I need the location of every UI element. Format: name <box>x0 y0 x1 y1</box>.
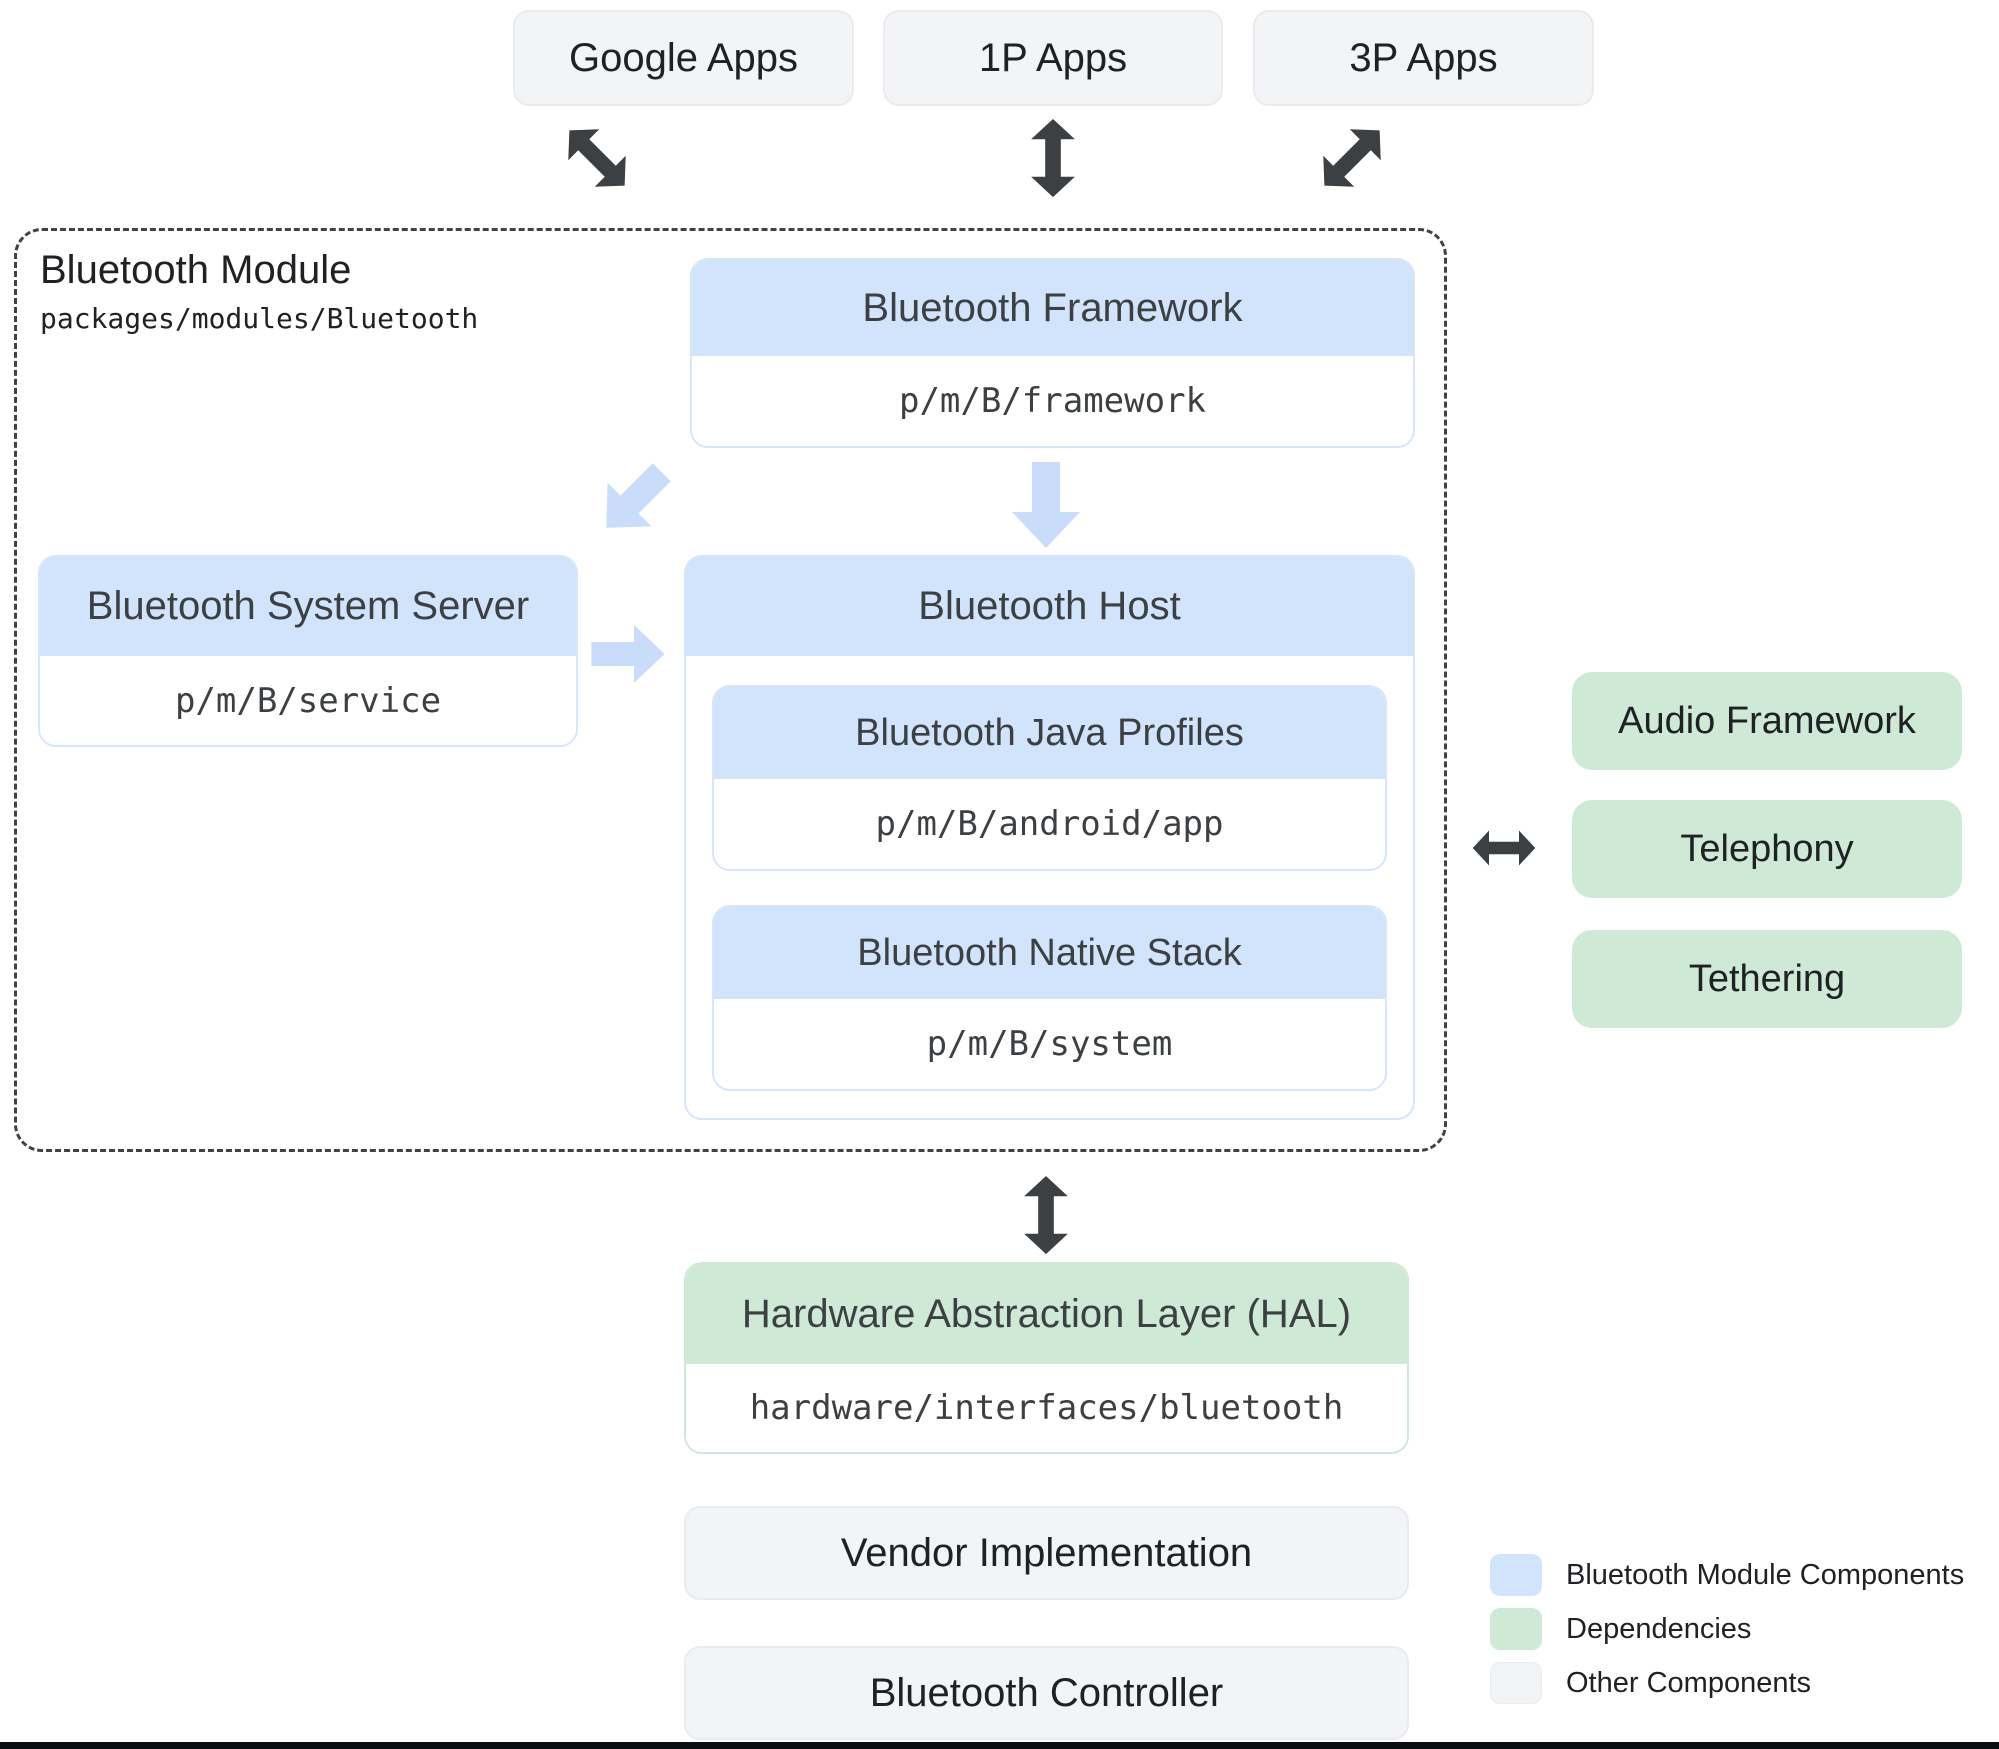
vendor-implementation-label: Vendor Implementation <box>840 1530 1253 1575</box>
bluetooth-java-profiles-box: Bluetooth Java Profiles p/m/B/android/ap… <box>712 685 1387 871</box>
legend-swatch-green <box>1490 1608 1542 1650</box>
system-server-to-host-arrow-icon <box>580 606 676 702</box>
legend-label-dependencies: Dependencies <box>1566 1612 1752 1645</box>
legend-row-module-components: Bluetooth Module Components <box>1490 1552 1964 1598</box>
bluetooth-native-stack-title: Bluetooth Native Stack <box>714 907 1385 999</box>
bluetooth-system-server-path: p/m/B/service <box>40 656 576 745</box>
1p-apps-box: 1P Apps <box>883 10 1223 106</box>
legend-swatch-gray <box>1490 1662 1542 1704</box>
bluetooth-module-path: packages/modules/Bluetooth <box>40 302 479 335</box>
bluetooth-java-profiles-path: p/m/B/android/app <box>714 779 1385 869</box>
telephony-label: Telephony <box>1680 827 1854 870</box>
tethering-label: Tethering <box>1688 957 1846 1000</box>
audio-framework-box: Audio Framework <box>1572 672 1962 770</box>
telephony-box: Telephony <box>1572 800 1962 898</box>
screenshot-bottom-edge <box>0 1742 1999 1749</box>
hal-path: hardware/interfaces/bluetooth <box>686 1364 1407 1452</box>
vendor-implementation-box: Vendor Implementation <box>684 1506 1409 1600</box>
bluetooth-java-profiles-title: Bluetooth Java Profiles <box>714 687 1385 779</box>
legend-row-dependencies: Dependencies <box>1490 1606 1751 1652</box>
module-dependencies-bidirectional-arrow-icon <box>1462 806 1546 890</box>
legend-label-other-components: Other Components <box>1566 1666 1812 1699</box>
framework-to-host-arrow-icon <box>1012 462 1080 548</box>
google-apps-box: Google Apps <box>513 10 854 106</box>
bluetooth-system-server-title: Bluetooth System Server <box>40 557 576 656</box>
bluetooth-native-stack-path: p/m/B/system <box>714 999 1385 1089</box>
bluetooth-controller-box: Bluetooth Controller <box>684 1646 1409 1740</box>
1p-apps-module-bidirectional-arrow-icon <box>1028 112 1078 204</box>
3p-apps-module-bidirectional-arrow-icon <box>1302 108 1402 208</box>
hal-title: Hardware Abstraction Layer (HAL) <box>686 1264 1407 1364</box>
google-apps-label: Google Apps <box>568 35 799 80</box>
legend-row-other-components: Other Components <box>1490 1660 1811 1706</box>
tethering-box: Tethering <box>1572 930 1962 1028</box>
3p-apps-box: 3P Apps <box>1253 10 1594 106</box>
bluetooth-framework-title: Bluetooth Framework <box>692 260 1413 356</box>
bluetooth-native-stack-box: Bluetooth Native Stack p/m/B/system <box>712 905 1387 1091</box>
bluetooth-controller-label: Bluetooth Controller <box>869 1670 1224 1715</box>
bluetooth-host-title: Bluetooth Host <box>686 557 1413 656</box>
bluetooth-module-title: Bluetooth Module <box>40 248 352 292</box>
bluetooth-module-container <box>14 228 1447 1152</box>
legend-label-module-components: Bluetooth Module Components <box>1566 1558 1965 1591</box>
3p-apps-label: 3P Apps <box>1349 35 1498 80</box>
audio-framework-label: Audio Framework <box>1618 699 1916 742</box>
legend-swatch-blue <box>1490 1554 1542 1596</box>
hal-box: Hardware Abstraction Layer (HAL) hardwar… <box>684 1262 1409 1454</box>
bluetooth-system-server-box: Bluetooth System Server p/m/B/service <box>38 555 578 747</box>
bluetooth-framework-path: p/m/B/framework <box>692 356 1413 446</box>
bluetooth-framework-box: Bluetooth Framework p/m/B/framework <box>690 258 1415 448</box>
google-apps-module-bidirectional-arrow-icon <box>547 108 647 208</box>
module-hal-bidirectional-arrow-icon <box>1021 1168 1071 1262</box>
1p-apps-label: 1P Apps <box>978 35 1128 80</box>
framework-to-system-server-arrow-icon <box>586 452 682 548</box>
